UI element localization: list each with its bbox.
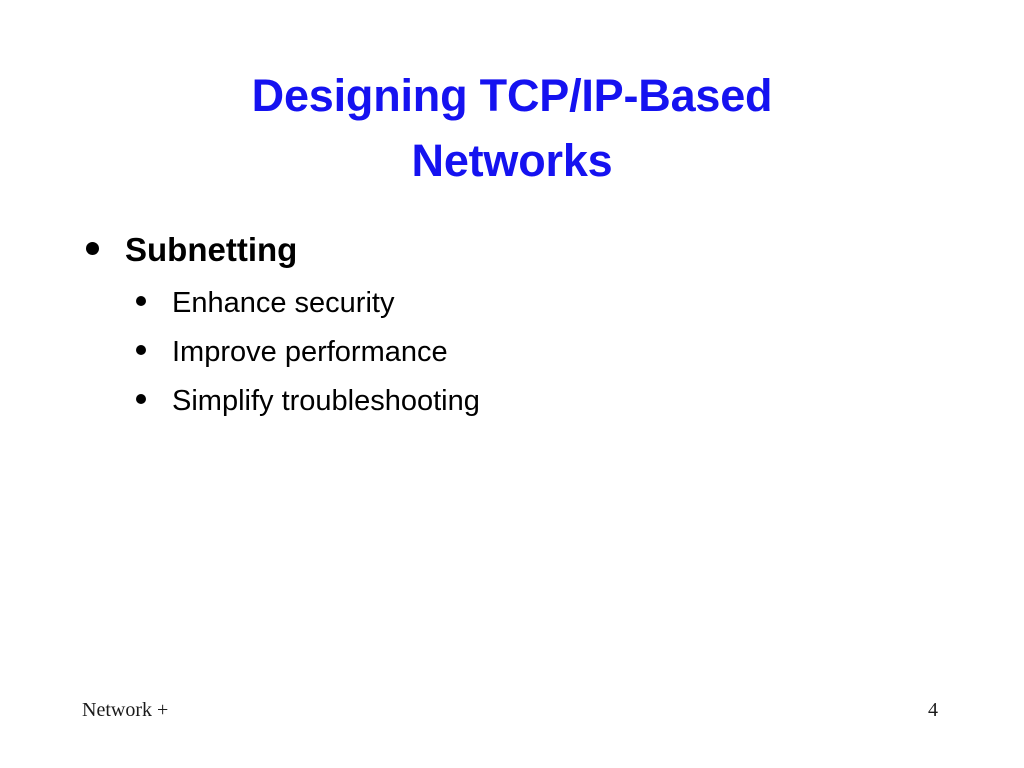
bullet-list-level-2: Enhance security Improve performance Sim… xyxy=(125,279,960,426)
footer-text: Network + xyxy=(82,699,169,721)
slide-title-line-2: Networks xyxy=(411,134,613,186)
bullet-item-subnetting: Subnetting Enhance security Improve perf… xyxy=(80,228,960,426)
sub-bullet-item-label: Enhance security xyxy=(172,286,395,319)
disc-bullet-icon xyxy=(136,328,147,355)
sub-bullet-item-label: Simplify troubleshooting xyxy=(172,384,480,417)
disc-bullet-icon xyxy=(136,377,147,404)
slide-body: Subnetting Enhance security Improve perf… xyxy=(80,228,960,432)
disc-bullet-icon xyxy=(86,228,100,255)
sub-bullet-item-label: Improve performance xyxy=(172,335,448,368)
bullet-item-label: Subnetting xyxy=(125,231,298,268)
sub-bullet-item-enhance-security: Enhance security xyxy=(125,279,960,328)
sub-bullet-item-simplify-troubleshooting: Simplify troubleshooting xyxy=(125,377,960,426)
slide-title: Designing TCP/IP-Based Networks xyxy=(72,64,952,194)
sub-bullet-item-improve-performance: Improve performance xyxy=(125,328,960,377)
bullet-list-level-1: Subnetting Enhance security Improve perf… xyxy=(80,228,960,426)
disc-bullet-icon xyxy=(136,279,147,306)
slide-footer: Network + 4 xyxy=(0,688,1024,768)
slide-title-line-1: Designing TCP/IP-Based xyxy=(251,70,773,121)
page-number: 4 xyxy=(928,699,938,721)
